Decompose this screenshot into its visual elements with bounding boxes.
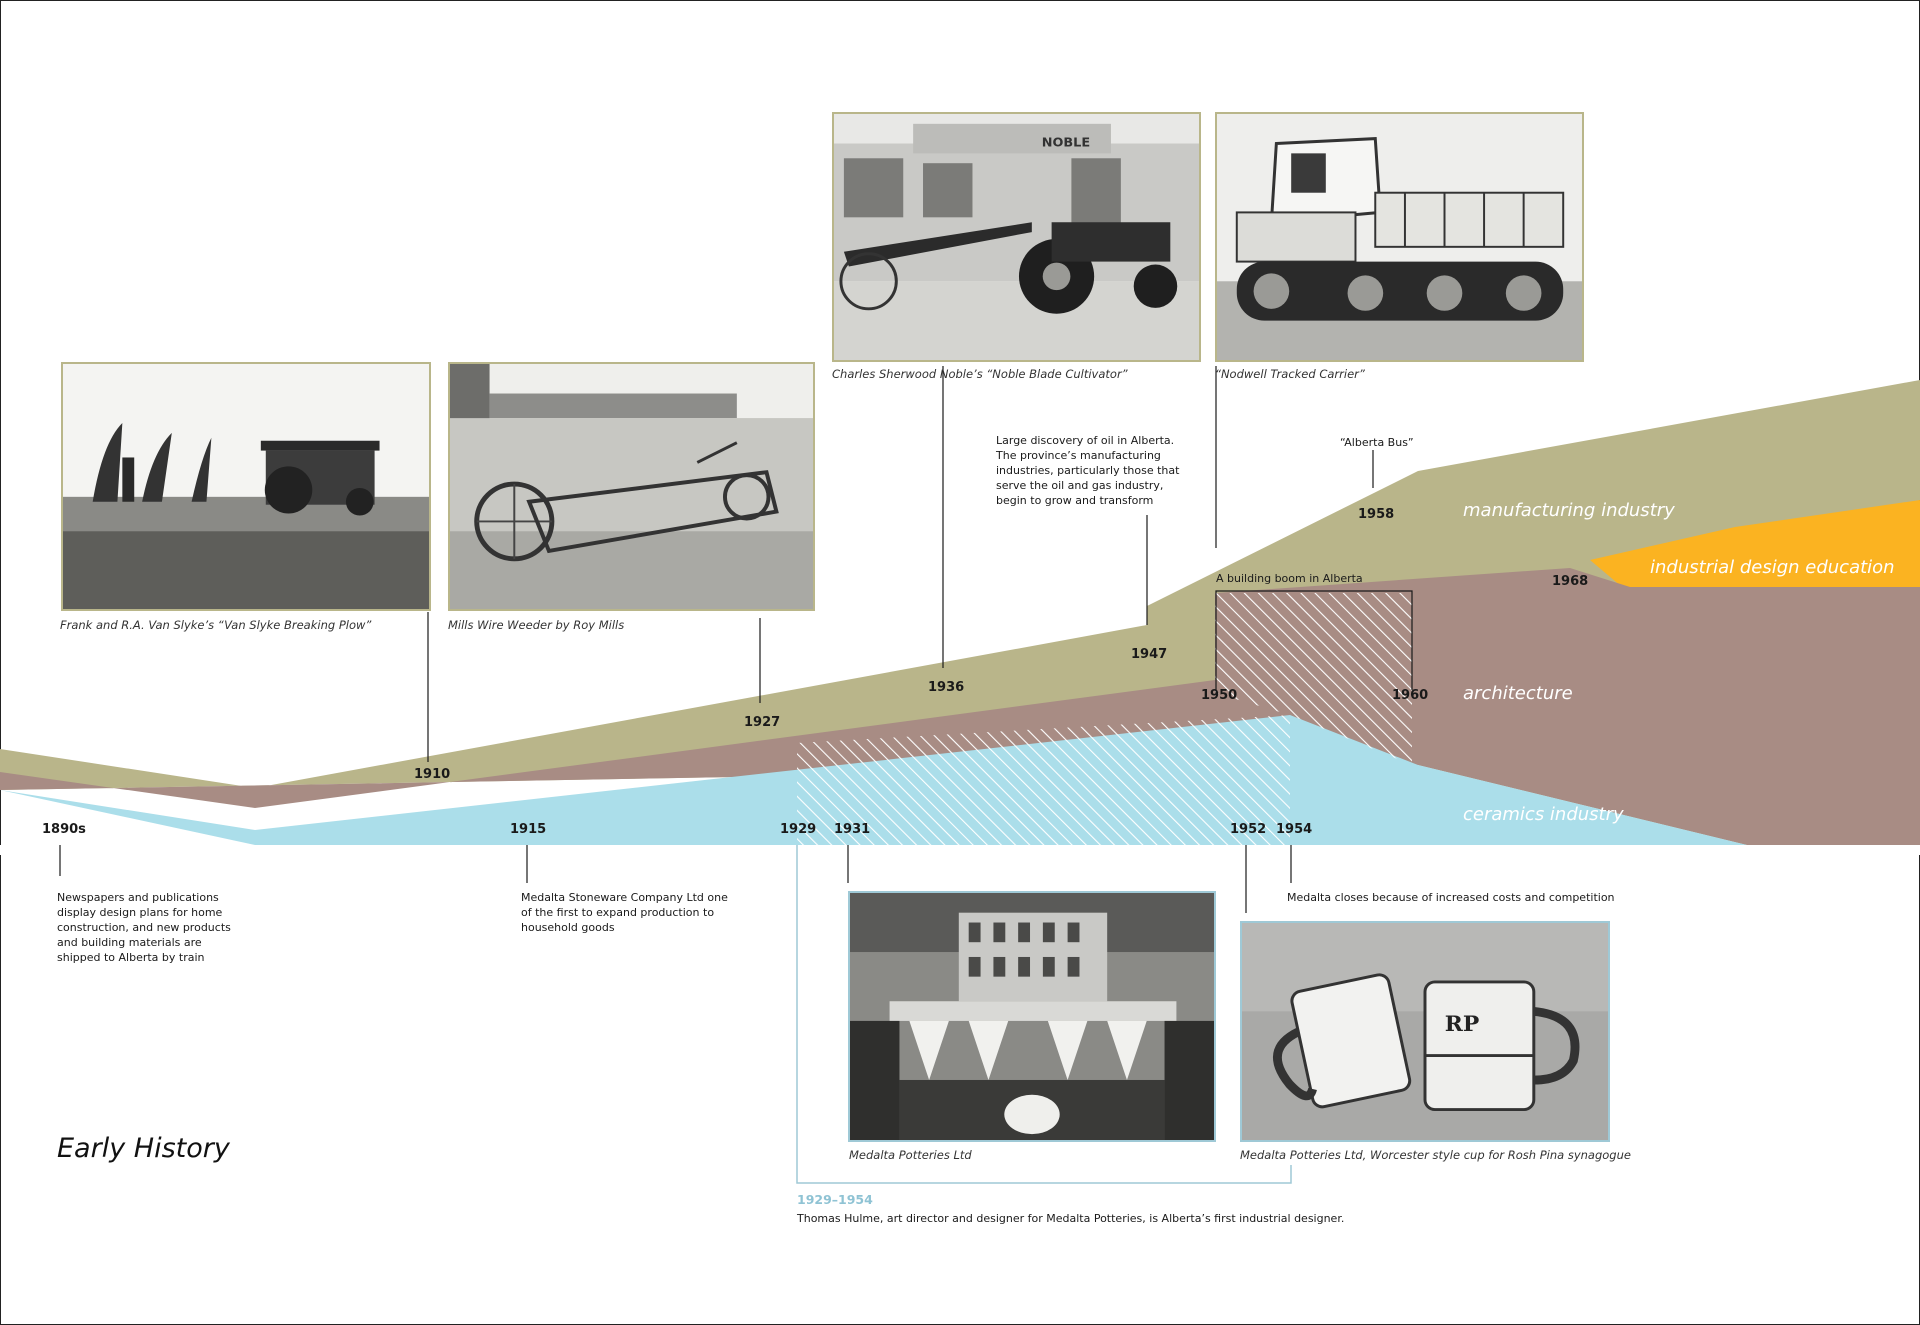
year-1947: 1947 (1131, 647, 1168, 662)
note-1890s: Newspapers and publications display desi… (57, 891, 231, 964)
cup-monogram: RP (1445, 1012, 1479, 1037)
photo-nodwell-tracked-carrier (1215, 112, 1584, 362)
year-1968: 1968 (1552, 574, 1589, 589)
leader-lines (59, 366, 1374, 913)
architecture-band (0, 568, 1920, 845)
caption-nodwell-tracked-carrier: “Nodwell Tracked Carrier” (1215, 367, 1365, 381)
architecture-hatch-1950-1960 (1215, 593, 1412, 765)
manufacturing-industry-label: manufacturing industry (1463, 500, 1675, 521)
year-1929: 1929 (780, 822, 817, 837)
caption-worcester-cup: Medalta Potteries Ltd, Worcester style c… (1240, 1148, 1631, 1162)
photo-mills-wire-weeder (448, 362, 815, 611)
photo-medalta-potteries (848, 891, 1216, 1142)
year-1952: 1952 (1230, 822, 1267, 837)
note-alberta-bus: “Alberta Bus” (1340, 436, 1414, 449)
design-education-label: industrial design education (1650, 557, 1895, 578)
note-1954: Medalta closes because of increased cost… (1287, 891, 1615, 904)
year-1910: 1910 (414, 767, 451, 782)
photo-worcester-cup: RP (1240, 921, 1610, 1142)
year-1958: 1958 (1358, 507, 1395, 522)
year-1960: 1960 (1392, 688, 1429, 703)
year-1890s: 1890s (42, 822, 86, 837)
note-building-boom: A building boom in Alberta (1216, 572, 1363, 585)
note-1915: Medalta Stoneware Company Ltd one of the… (521, 891, 728, 934)
building-boom-bracket (1215, 590, 1413, 690)
note-1947: Large discovery of oil in Alberta. The p… (996, 434, 1180, 507)
design-education-band (1590, 500, 1920, 587)
range-label-1929-1954: 1929–1954 (797, 1192, 873, 1207)
photo-van-slyke-plow (61, 362, 431, 611)
ceramics-industry-label: ceramics industry (1463, 804, 1624, 825)
caption-medalta-potteries: Medalta Potteries Ltd (849, 1148, 972, 1162)
range-bracket-1929-1954 (796, 845, 1292, 1184)
year-1931: 1931 (834, 822, 871, 837)
architecture-label: architecture (1463, 683, 1573, 704)
ceramics-hatch-1929-1954 (797, 715, 1290, 845)
year-1915: 1915 (510, 822, 547, 837)
year-1950: 1950 (1201, 688, 1238, 703)
caption-mills-wire-weeder: Mills Wire Weeder by Roy Mills (448, 618, 625, 632)
year-1936: 1936 (928, 680, 965, 695)
year-1927: 1927 (744, 715, 781, 730)
page-title: Early History (57, 1133, 230, 1164)
year-1954: 1954 (1276, 822, 1313, 837)
caption-noble-blade-cultivator: Charles Sherwood Noble’s “Noble Blade Cu… (832, 367, 1128, 381)
caption-van-slyke-plow: Frank and R.A. Van Slyke’s “Van Slyke Br… (60, 618, 372, 632)
noble-sign-text: NOBLE (1042, 136, 1090, 151)
range-text-thomas-hulme: Thomas Hulme, art director and designer … (797, 1212, 1345, 1225)
photo-noble-blade-cultivator: NOBLE (832, 112, 1201, 362)
